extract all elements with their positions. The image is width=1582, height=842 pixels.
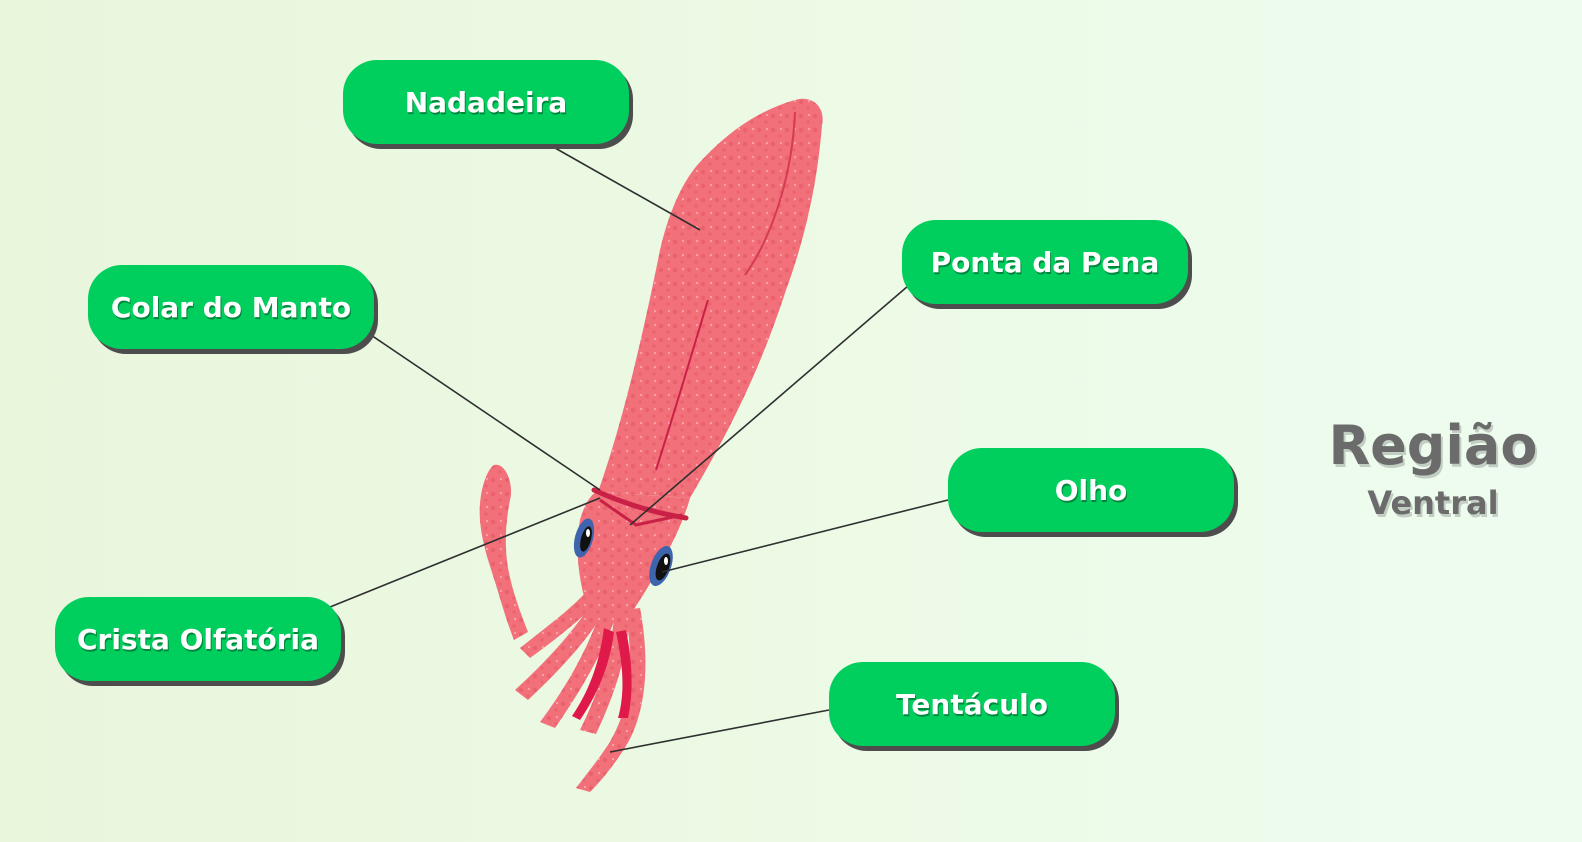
label-crista-olfatoria: Crista Olfatória	[55, 597, 341, 681]
leader-olho	[661, 499, 949, 573]
leader-nadadeira	[547, 143, 701, 231]
label-olho-text: Olho	[1054, 473, 1128, 507]
diagram-title: Região	[1328, 414, 1538, 477]
label-colar-do-manto: Colar do Manto	[88, 265, 374, 349]
label-crista-olfatoria-text: Crista Olfatória	[76, 622, 320, 656]
red-arm-1	[572, 628, 614, 720]
fin-line	[744, 111, 796, 276]
label-nadadeira: Nadadeira	[343, 60, 629, 144]
leader-crista-olfatoria	[329, 497, 601, 608]
label-ponta-da-pena: Ponta da Pena	[902, 220, 1188, 304]
red-arm-2	[616, 630, 632, 718]
label-ponta-da-pena-text: Ponta da Pena	[930, 245, 1160, 279]
label-olho: Olho	[948, 448, 1234, 532]
eye-left-icon	[573, 518, 595, 558]
leader-ponta-da-pena	[629, 285, 909, 526]
label-tentaculo: Tentáculo	[829, 662, 1115, 746]
label-tentaculo-text: Tentáculo	[896, 687, 1048, 721]
squid-illustration	[479, 98, 823, 792]
diagram-subtitle: Ventral	[1367, 484, 1499, 522]
label-nadadeira-text: Nadadeira	[404, 85, 568, 119]
eye-right-icon	[649, 545, 673, 587]
leader-tentaculo	[609, 709, 830, 753]
leader-colar-do-manto	[367, 332, 601, 491]
squid-arms	[515, 590, 646, 792]
mantle-line	[655, 299, 709, 471]
label-colar-do-manto-text: Colar do Manto	[110, 290, 352, 324]
